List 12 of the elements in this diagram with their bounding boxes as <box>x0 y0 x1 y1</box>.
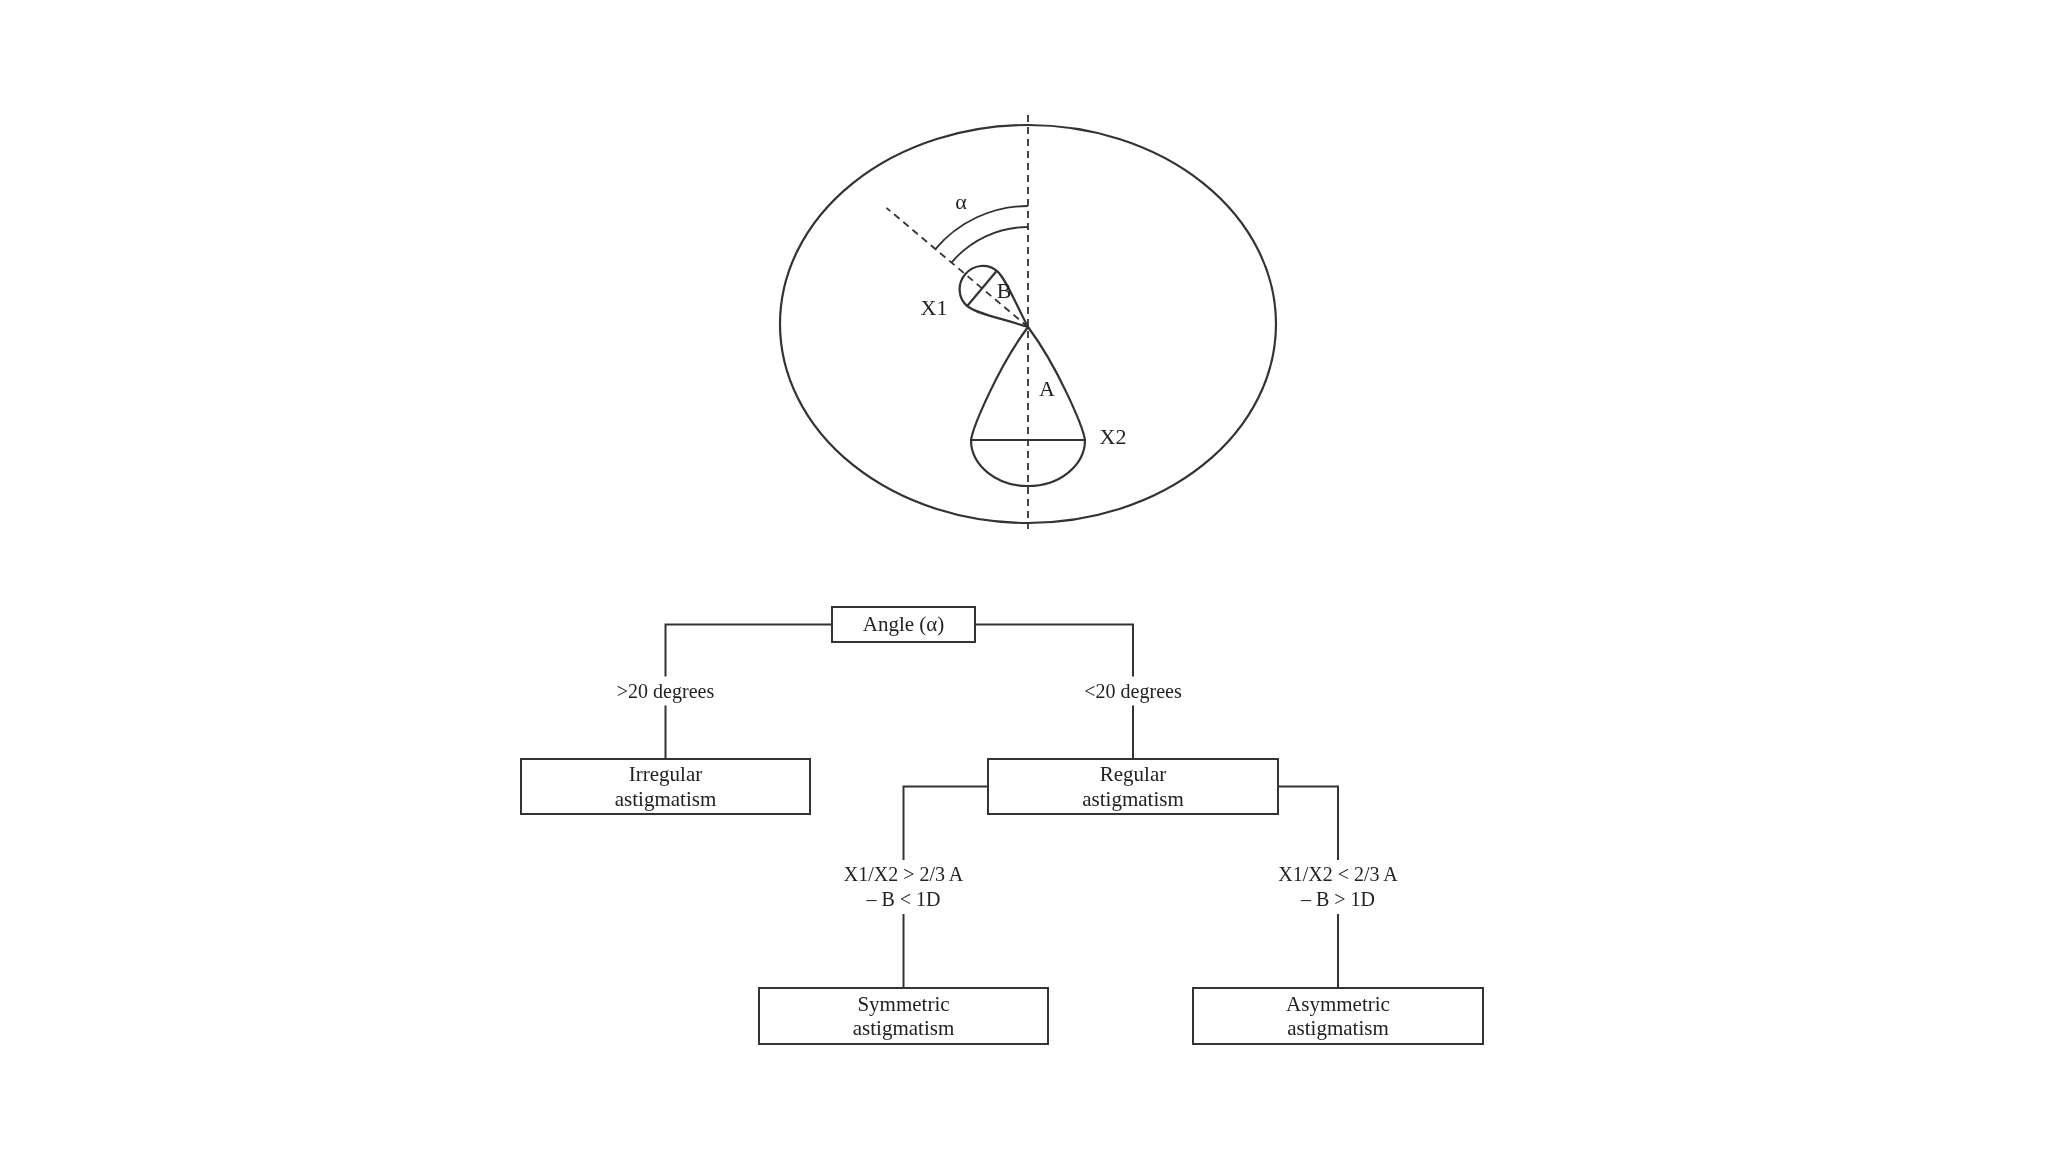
part-label: B <box>996 280 1012 302</box>
part-label: X1 <box>920 297 948 319</box>
part-label: X2 <box>1099 426 1127 448</box>
process-box: Irregular astigmatism <box>520 758 811 815</box>
process-box: Asymmetric astigmatism <box>1192 987 1484 1045</box>
process-box: Angle (α) <box>831 606 976 643</box>
process-box: Regular astigmatism <box>987 758 1279 815</box>
process-box: Symmetric astigmatism <box>758 987 1049 1045</box>
connector-line <box>664 623 832 759</box>
connector-line <box>975 623 1134 759</box>
part-label: A <box>1039 378 1055 400</box>
angle-symbol: α <box>955 191 967 213</box>
